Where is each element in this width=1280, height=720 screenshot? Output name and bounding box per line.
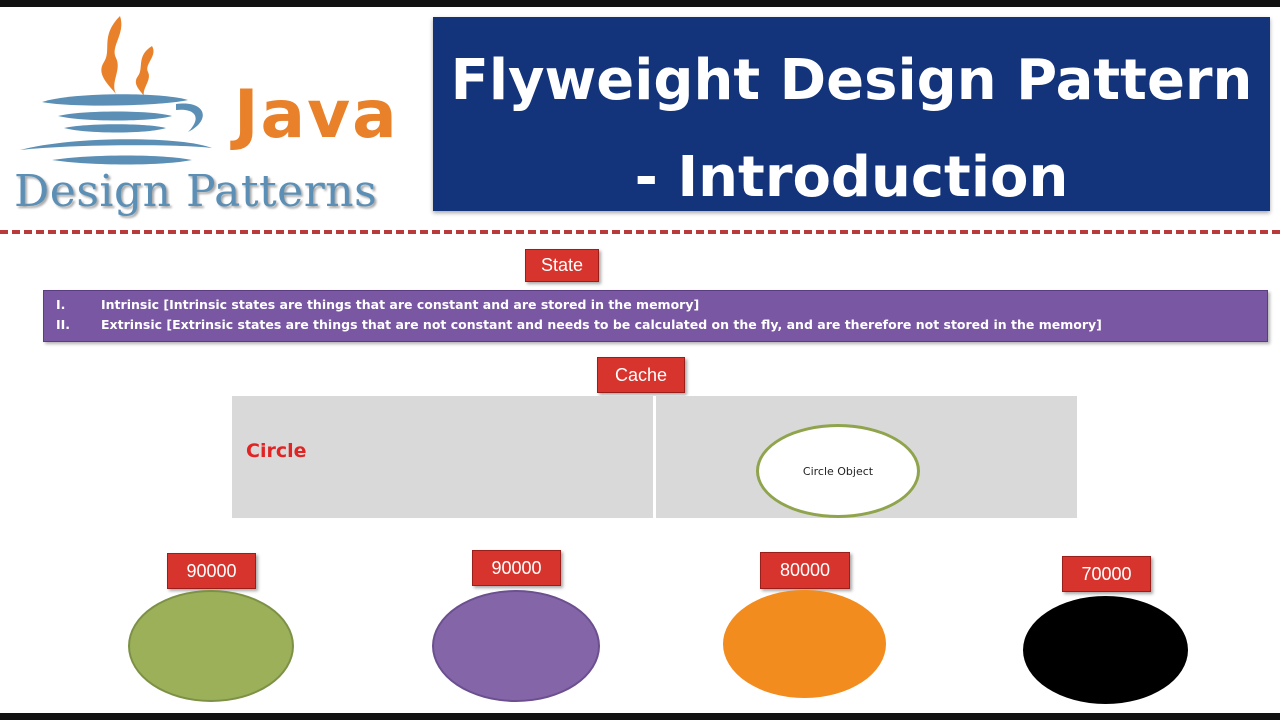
state-item-text: Extrinsic [Extrinsic states are things t… bbox=[101, 317, 1102, 332]
state-item-text: Intrinsic [Intrinsic states are things t… bbox=[101, 297, 700, 312]
circle-value-tag: 70000 bbox=[1062, 556, 1151, 592]
purple-circle bbox=[432, 590, 600, 702]
state-item-number: I. bbox=[56, 297, 66, 312]
title-line-2: - Introduction bbox=[634, 145, 1069, 210]
section-divider bbox=[0, 230, 1280, 234]
cache-map: Circle Circle Object bbox=[232, 396, 1077, 518]
cache-value-circle-object: Circle Object bbox=[756, 424, 920, 518]
state-definitions-box: I. Intrinsic [Intrinsic states are thing… bbox=[43, 290, 1268, 342]
black-circle bbox=[1023, 596, 1188, 704]
cache-label: Cache bbox=[597, 357, 685, 393]
state-label: State bbox=[525, 249, 599, 282]
cache-value-label: Circle Object bbox=[802, 464, 874, 478]
logo-subtitle: Design Patterns bbox=[14, 166, 378, 217]
title-banner: Flyweight Design Pattern - Introduction bbox=[433, 17, 1270, 211]
cache-key-circle: Circle bbox=[246, 440, 307, 462]
title-line-1: Flyweight Design Pattern bbox=[450, 48, 1253, 113]
orange-circle bbox=[723, 590, 886, 698]
java-design-patterns-logo: Java Design Patterns bbox=[12, 10, 422, 220]
circle-value-tag: 80000 bbox=[760, 552, 850, 589]
logo-java-word: Java bbox=[234, 76, 399, 153]
cache-divider bbox=[653, 396, 656, 518]
circle-value-tag: 90000 bbox=[167, 553, 256, 589]
top-border bbox=[0, 0, 1280, 7]
bottom-border bbox=[0, 713, 1280, 720]
state-item-number: II. bbox=[56, 317, 71, 332]
circle-value-tag: 90000 bbox=[472, 550, 561, 586]
java-cup-icon bbox=[20, 16, 212, 165]
green-circle bbox=[128, 590, 294, 702]
